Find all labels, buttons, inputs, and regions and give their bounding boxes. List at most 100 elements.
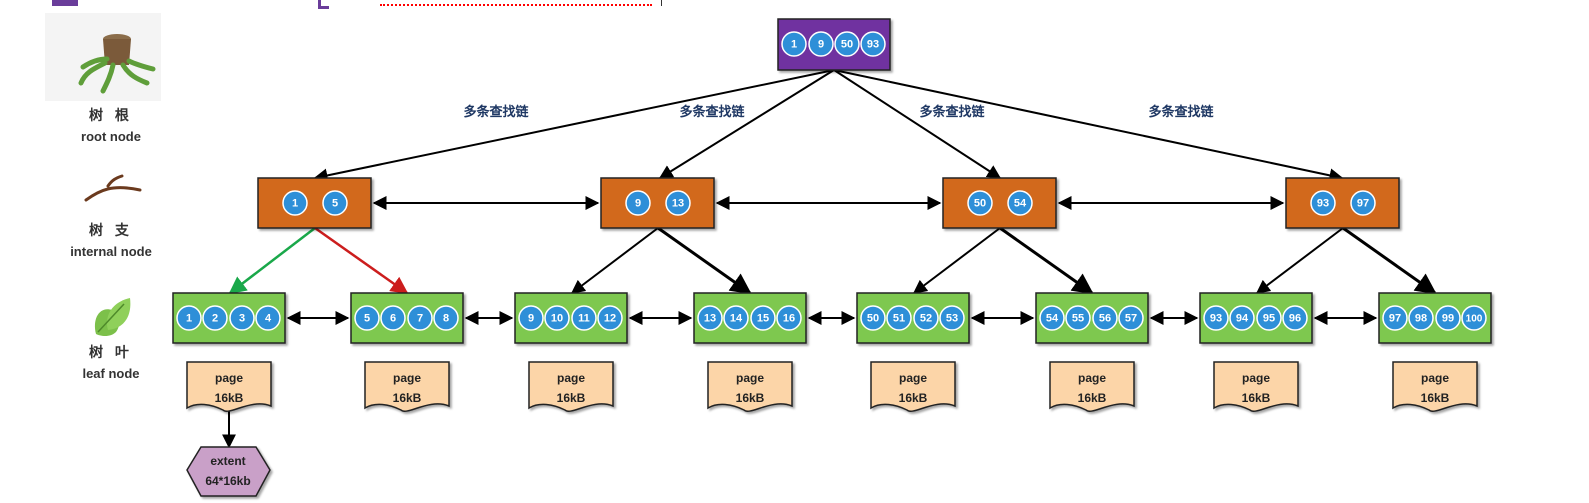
leaf-5-key-0-circle xyxy=(1039,305,1065,331)
leaf-2-key-3-text: 12 xyxy=(604,313,616,325)
leaf-5-key-1: 55 xyxy=(1065,305,1091,331)
leaf-5-key-0: 54 xyxy=(1039,305,1065,331)
leaf-7-key-0-circle xyxy=(1382,305,1408,331)
internal-3-key-1: 97 xyxy=(1350,190,1376,216)
leaf-0-key-0-text: 1 xyxy=(186,313,192,325)
leaf-4-key-3-circle xyxy=(939,305,965,331)
root-edge-3 xyxy=(833,69,1344,183)
internal-0-key-0: 1 xyxy=(282,190,308,216)
internal-0-key-0-circle xyxy=(282,190,308,216)
legend-leaf: 树 叶 leaf node xyxy=(45,342,177,381)
leaf-5-key-2-text: 56 xyxy=(1099,313,1111,325)
internal-1-key-1: 13 xyxy=(665,190,691,216)
leaf-0-key-2-circle xyxy=(229,305,255,331)
page-doc-6: page 16kB xyxy=(1213,361,1299,412)
leaf-3-key-0-text: 13 xyxy=(704,313,716,325)
internal-0-edge-right xyxy=(314,226,409,295)
leaf-6-key-3: 96 xyxy=(1282,305,1308,331)
page-doc-line1-4: page xyxy=(899,371,927,385)
leaf-6-key-1: 94 xyxy=(1229,305,1255,331)
page-doc-line2-3: 16kB xyxy=(736,391,765,405)
leaf-7-key-3-text: 100 xyxy=(1466,314,1483,325)
internal-2-edge-right xyxy=(999,226,1094,295)
leaf-2-key-3: 12 xyxy=(597,305,623,331)
page-doc-shape-1 xyxy=(364,361,450,412)
extent-line2: 64*16kb xyxy=(205,474,250,488)
leaf-0-key-1-text: 2 xyxy=(212,313,218,325)
extent-shape xyxy=(186,446,271,497)
leaf-0-key-3-circle xyxy=(255,305,281,331)
page-doc-shape-4 xyxy=(870,361,956,412)
leaf-1-key-1-text: 6 xyxy=(390,313,396,325)
leaf-1-key-2: 7 xyxy=(407,305,433,331)
internal-2-key-1-circle xyxy=(1007,190,1033,216)
leaf-5-key-3-text: 57 xyxy=(1125,313,1137,325)
leaf-1-key-3-text: 8 xyxy=(443,313,449,325)
leaf-6-key-3-text: 96 xyxy=(1289,313,1301,325)
legend-leaf-en: leaf node xyxy=(82,366,140,381)
internal-2-key-0-circle xyxy=(967,190,993,216)
leaf-3-key-3-text: 16 xyxy=(783,313,795,325)
leaf-6-key-0-circle xyxy=(1203,305,1229,331)
internal-3-key-0: 93 xyxy=(1310,190,1336,216)
internal-2-key-1-text: 54 xyxy=(1014,198,1027,210)
leaf-7-key-2: 99 xyxy=(1435,305,1461,331)
leaf-5-key-2-circle xyxy=(1092,305,1118,331)
internal-0-edge-left xyxy=(228,227,316,295)
root-key-0-circle xyxy=(781,31,807,57)
leaf-1-key-2-text: 7 xyxy=(417,313,423,325)
internal-1-key-1-text: 13 xyxy=(672,198,684,210)
page-doc-shape-7 xyxy=(1392,361,1478,412)
leaf-3-key-3: 16 xyxy=(776,305,802,331)
leaf-6-key-0-text: 93 xyxy=(1210,313,1222,325)
leaf-0-key-2-text: 3 xyxy=(239,313,245,325)
page-doc-line2-5: 16kB xyxy=(1078,391,1107,405)
leaf-3-key-0: 13 xyxy=(697,305,723,331)
leaf-1-key-2-circle xyxy=(407,305,433,331)
header-accent-square xyxy=(52,0,78,6)
leaf-2-key-0-circle xyxy=(518,305,544,331)
page-doc-shape-2 xyxy=(528,361,614,412)
internal-1-key-0-circle xyxy=(625,190,651,216)
edge-label-3: 多条查找链 xyxy=(1148,104,1214,119)
leaf-icon xyxy=(90,296,134,343)
internal-3-key-1-text: 97 xyxy=(1357,198,1369,210)
internal-3-key-0-text: 93 xyxy=(1317,198,1329,210)
page-doc-shape-5 xyxy=(1049,361,1135,412)
header-misspell-underline xyxy=(380,0,652,6)
root-key-2: 50 xyxy=(834,31,860,57)
leaf-5-key-2: 56 xyxy=(1092,305,1118,331)
leaf-4-key-2-text: 52 xyxy=(920,313,932,325)
internal-2-key-1: 54 xyxy=(1007,190,1033,216)
leaf-4-key-0-text: 50 xyxy=(867,313,879,325)
leaf-6-key-1-circle xyxy=(1229,305,1255,331)
page-doc-shape-6 xyxy=(1213,361,1299,412)
page-doc-line1-5: page xyxy=(1078,371,1106,385)
internal-node-3 xyxy=(1285,177,1400,229)
internal-3-key-1-circle xyxy=(1350,190,1376,216)
leaf-6-key-2: 95 xyxy=(1256,305,1282,331)
leaf-2-key-2-circle xyxy=(571,305,597,331)
leaf-3-key-2-circle xyxy=(750,305,776,331)
page-doc-line1-0: page xyxy=(215,371,243,385)
leaf-7-key-1-text: 98 xyxy=(1415,313,1427,325)
leaf-1-key-3-circle xyxy=(433,305,459,331)
leaf-0-key-3-text: 4 xyxy=(265,313,272,325)
page-doc-line2-6: 16kB xyxy=(1242,391,1271,405)
leaf-0-key-1: 2 xyxy=(202,305,228,331)
leaf-2-key-0-text: 9 xyxy=(528,313,534,325)
leaf-1-key-0-circle xyxy=(354,305,380,331)
page-doc-line1-6: page xyxy=(1242,371,1270,385)
root-key-2-circle xyxy=(834,31,860,57)
leaf-6-key-3-circle xyxy=(1282,305,1308,331)
leaf-0-key-1-circle xyxy=(202,305,228,331)
leaf-7-key-1: 98 xyxy=(1408,305,1434,331)
leaf-2-key-1-text: 10 xyxy=(551,313,563,325)
leaf-1-key-0-text: 5 xyxy=(364,313,370,325)
root-key-1-circle xyxy=(808,31,834,57)
internal-node-0 xyxy=(257,177,372,229)
leaf-7-key-3-circle xyxy=(1461,305,1487,331)
leaf-1-key-1: 6 xyxy=(380,305,406,331)
